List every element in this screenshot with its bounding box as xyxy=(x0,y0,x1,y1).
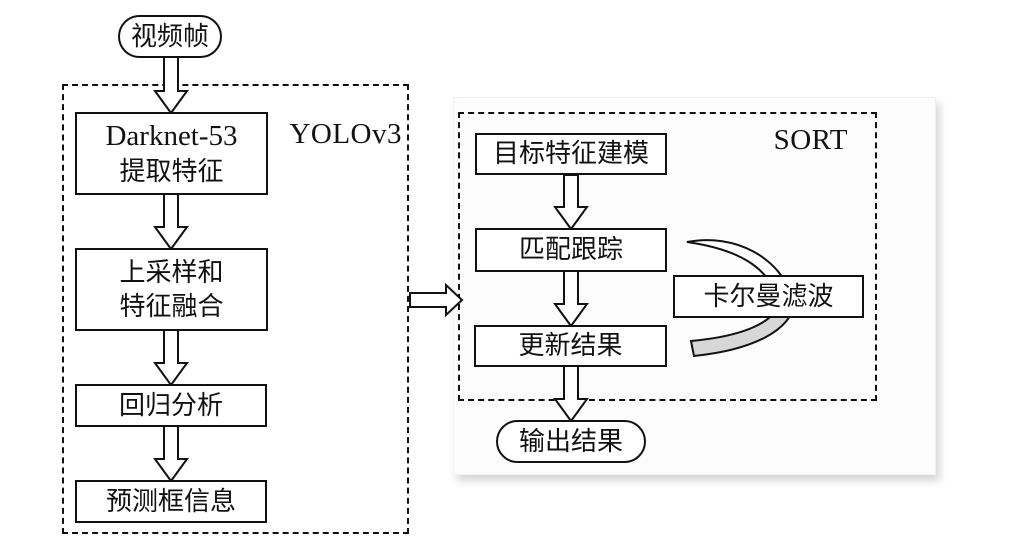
arrow-video-to-darknet xyxy=(153,55,189,115)
step-upsample-line1: 上采样和 xyxy=(119,257,224,287)
yolov3-group-label: YOLOv3 xyxy=(289,118,402,150)
step-upsample-line2: 特征融合 xyxy=(119,291,224,321)
arrow-upsample-to-regression xyxy=(153,328,189,387)
arrow-darknet-to-upsample xyxy=(153,193,189,251)
step-darknet-line1: Darknet-53 xyxy=(105,120,238,153)
step-match-tracking: 匹配跟踪 xyxy=(475,228,667,272)
arrow-match-to-update xyxy=(553,269,589,328)
sort-group: SORT xyxy=(458,112,877,401)
kalman-filter-label: 卡尔曼滤波 xyxy=(703,281,834,311)
step-match-label: 匹配跟踪 xyxy=(518,235,623,265)
arrow-feature-to-match xyxy=(553,174,589,231)
step-regression-analysis: 回归分析 xyxy=(75,384,267,427)
yolov3-group: YOLOv3 xyxy=(62,84,409,534)
step-feature-label: 目标特征建模 xyxy=(492,139,649,169)
step-darknet-feature-extraction: Darknet-53 提取特征 xyxy=(75,112,268,195)
step-darknet-line2: 提取特征 xyxy=(119,156,224,186)
arrow-update-to-output xyxy=(553,365,589,423)
step-upsample-feature-fusion: 上采样和 特征融合 xyxy=(75,248,268,331)
start-node-label: 视频帧 xyxy=(130,21,209,51)
arrow-yolov3-to-sort xyxy=(409,282,464,318)
start-node-video-frame: 视频帧 xyxy=(118,15,222,58)
sort-group-label: SORT xyxy=(773,124,848,156)
step-target-feature-modeling: 目标特征建模 xyxy=(475,133,667,175)
end-node-label: 输出结果 xyxy=(518,426,623,456)
step-prediction-box-info: 预测框信息 xyxy=(75,480,267,523)
step-update-results: 更新结果 xyxy=(474,325,667,367)
step-predbox-label: 预测框信息 xyxy=(105,486,236,516)
arrow-regression-to-predbox xyxy=(153,424,189,483)
step-regression-label: 回归分析 xyxy=(118,390,223,420)
kalman-filter-box: 卡尔曼滤波 xyxy=(673,275,864,318)
step-update-label: 更新结果 xyxy=(518,331,623,361)
end-node-output-result: 输出结果 xyxy=(496,420,646,463)
